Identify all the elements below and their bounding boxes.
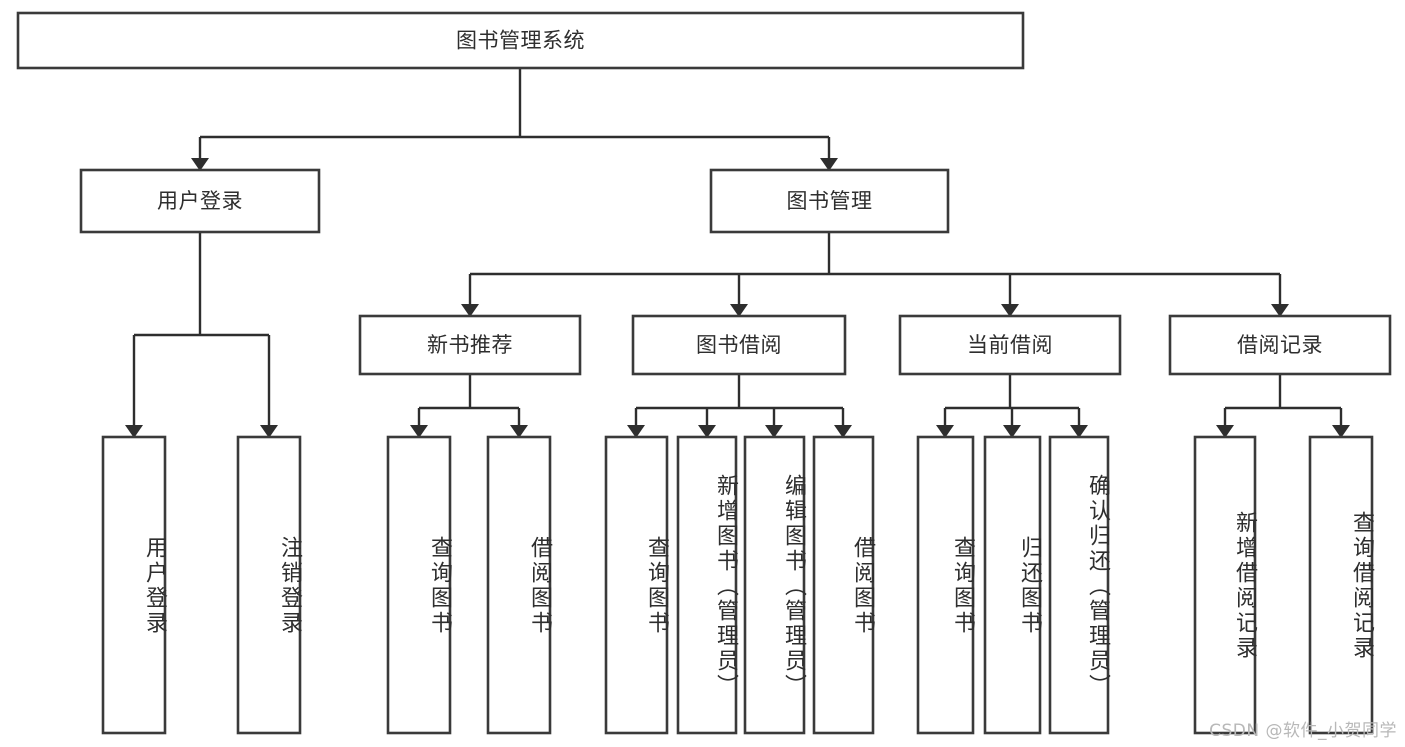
arrow-head-icon (1271, 304, 1289, 317)
connector-new-book-recommend-to-leaves (410, 374, 528, 438)
connector-current-borrow-to-leaves (936, 374, 1088, 438)
connector-user-login-to-leaves (125, 232, 278, 438)
node-label-current-borrow: 当前借阅 (967, 333, 1053, 357)
node-label-new-book-recommend: 新书推荐 (427, 333, 513, 357)
leaf-box-leaf-confirm-return-admin[interactable] (1048, 435, 1110, 735)
node-box-user-login[interactable] (79, 168, 321, 234)
arrow-head-icon (698, 425, 716, 438)
arrow-head-icon (730, 304, 748, 317)
leaf-box-leaf-logout-login[interactable] (236, 435, 302, 735)
arrow-head-icon (1332, 425, 1350, 438)
node-label-user-login: 用户登录 (157, 189, 243, 213)
leaf-box-leaf-add-borrow-record[interactable] (1193, 435, 1257, 735)
leaf-box-leaf-query-book-rec[interactable] (386, 435, 452, 735)
arrow-head-icon (1001, 304, 1019, 317)
arrow-head-icon (125, 425, 143, 438)
node-boxes-layer (16, 11, 1392, 735)
arrow-head-icon (627, 425, 645, 438)
arrow-head-icon (765, 425, 783, 438)
node-box-book-borrow[interactable] (631, 314, 847, 376)
csdn-watermark: CSDN @软件_小贺同学 (1209, 721, 1397, 741)
node-box-book-management[interactable] (709, 168, 950, 234)
node-box-current-borrow[interactable] (898, 314, 1122, 376)
leaf-box-leaf-borrow-book-rec[interactable] (486, 435, 552, 735)
arrow-head-icon (510, 425, 528, 438)
node-label-book-management: 图书管理 (787, 189, 873, 213)
arrow-head-icon (461, 304, 479, 317)
arrow-head-icon (834, 425, 852, 438)
leaf-box-leaf-query-book-current[interactable] (916, 435, 975, 735)
arrow-head-icon (820, 158, 838, 171)
leaf-box-leaf-query-book-borrow[interactable] (604, 435, 669, 735)
arrow-head-icon (1003, 425, 1021, 438)
leaf-box-leaf-borrow-book[interactable] (812, 435, 875, 735)
node-box-borrow-record[interactable] (1168, 314, 1392, 376)
arrow-head-icon (1070, 425, 1088, 438)
arrow-head-icon (191, 158, 209, 171)
arrow-head-icon (1216, 425, 1234, 438)
leaf-box-leaf-add-book-admin[interactable] (676, 435, 738, 735)
node-label-book-borrow: 图书借阅 (696, 333, 782, 357)
connector-root-to-level2 (191, 68, 838, 171)
arrow-head-icon (260, 425, 278, 438)
leaf-box-leaf-return-book[interactable] (983, 435, 1042, 735)
connector-borrow-record-to-leaves (1216, 374, 1350, 438)
node-label-root: 图书管理系统 (456, 29, 585, 53)
leaf-box-leaf-edit-book-admin[interactable] (743, 435, 806, 735)
node-box-new-book-recommend[interactable] (358, 314, 582, 376)
connector-book-borrow-to-leaves (627, 374, 852, 438)
leaf-box-leaf-query-borrow-record[interactable] (1308, 435, 1374, 735)
node-label-borrow-record: 借阅记录 (1237, 333, 1323, 357)
leaf-box-leaf-user-login[interactable] (101, 435, 167, 735)
arrow-head-icon (936, 425, 954, 438)
connector-book-management-to-level3 (461, 232, 1289, 317)
node-box-root[interactable] (16, 11, 1025, 70)
connectors-layer (125, 68, 1350, 438)
arrow-head-icon (410, 425, 428, 438)
